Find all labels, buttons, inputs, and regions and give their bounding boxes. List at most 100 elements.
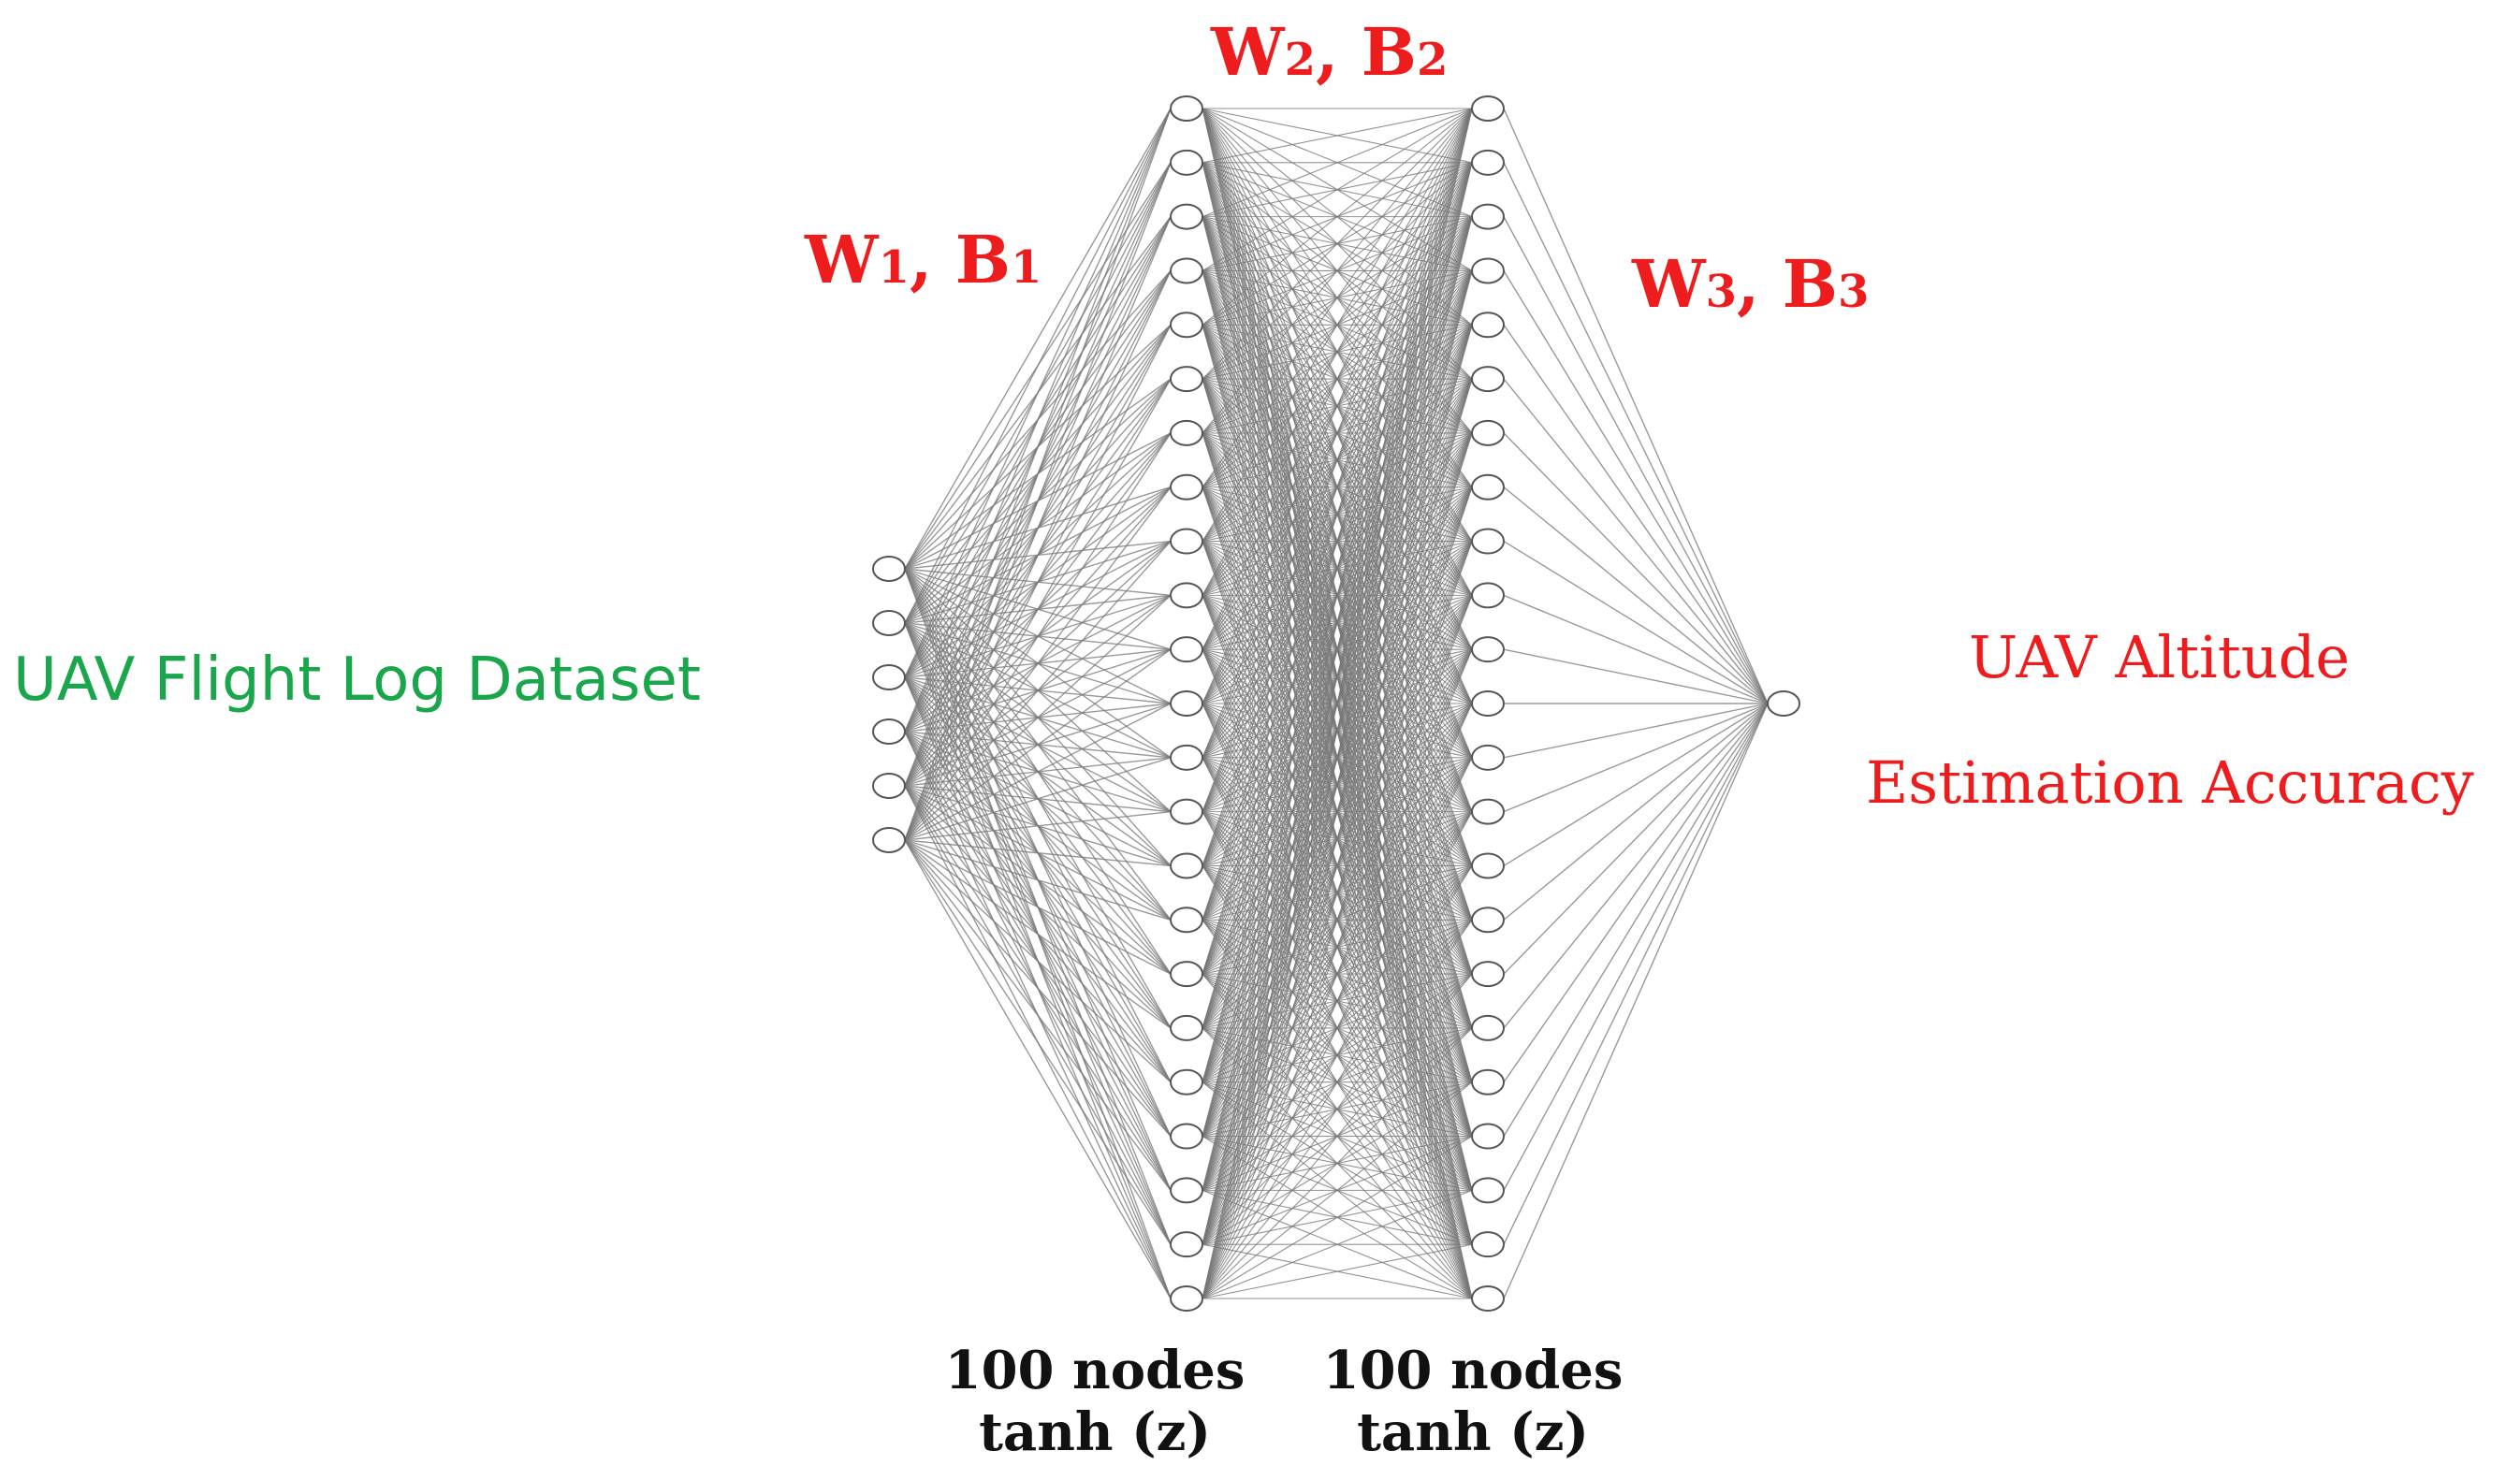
b1-subscript: 1	[1010, 241, 1042, 294]
edge-hidden2-output	[1503, 540, 1769, 704]
hidden2-node-20	[1471, 1123, 1505, 1150]
w3-separator: ,	[1737, 245, 1783, 323]
b1-letter: B	[954, 221, 1011, 298]
edge-hidden1-hidden2	[1202, 108, 1473, 650]
edge-hidden1-hidden2	[1202, 108, 1473, 975]
hidden2-node-21	[1471, 1177, 1505, 1204]
edge-hidden1-hidden2	[1202, 703, 1473, 1299]
edge-hidden2-output	[1503, 108, 1769, 704]
hidden2-node-9	[1471, 528, 1505, 555]
edge-input-hidden1	[904, 839, 1172, 1029]
edge-hidden1-hidden2	[1202, 1136, 1473, 1299]
w2-letter: W	[1211, 13, 1285, 91]
hidden2-node-19	[1471, 1068, 1505, 1095]
hidden1-node-2	[1170, 149, 1203, 176]
hidden1-node-14	[1170, 798, 1203, 825]
edge-input-hidden1	[904, 541, 1172, 841]
hidden-layer-1-nodes: 100 nodes	[944, 1340, 1245, 1401]
edge-hidden1-hidden2	[1202, 108, 1473, 1137]
neuron-nodes	[872, 95, 1800, 1312]
edge-hidden1-hidden2	[1202, 108, 1473, 434]
edge-hidden1-hidden2	[1202, 216, 1473, 1299]
edge-hidden2-output	[1503, 703, 1769, 1029]
edge-hidden1-hidden2	[1202, 108, 1473, 1245]
edge-hidden2-output	[1503, 703, 1769, 921]
edge-input-hidden1	[904, 162, 1172, 841]
w3-letter: W	[1632, 245, 1706, 323]
edge-hidden2-output	[1503, 648, 1769, 704]
edge-hidden1-hidden2	[1202, 757, 1473, 1299]
input-node-2	[872, 610, 906, 636]
edge-hidden2-output	[1503, 324, 1769, 704]
b3-letter: B	[1782, 245, 1838, 323]
b2-letter: B	[1361, 13, 1417, 91]
w1-letter: W	[805, 221, 879, 298]
weights-w2-b2-label: W2, B2	[1211, 13, 1448, 91]
hidden-layer-2-activation: tanh (z)	[1357, 1401, 1589, 1463]
hidden2-node-11	[1471, 636, 1505, 663]
edge-hidden2-output	[1503, 378, 1769, 704]
edge-hidden1-hidden2	[1202, 325, 1473, 1299]
edge-hidden1-hidden2	[1202, 919, 1473, 1299]
edge-input-hidden1	[904, 810, 1172, 841]
hidden1-node-21	[1170, 1177, 1203, 1204]
connection-edges	[904, 108, 1769, 1299]
edge-hidden2-output	[1503, 703, 1769, 1299]
hidden-layer-1-activation: tanh (z)	[979, 1401, 1211, 1463]
edge-hidden2-output	[1503, 703, 1769, 867]
hidden2-node-22	[1471, 1231, 1505, 1258]
hidden2-node-15	[1471, 852, 1505, 879]
edge-hidden1-hidden2	[1202, 108, 1473, 218]
hidden1-node-11	[1170, 636, 1203, 663]
edge-input-hidden1	[904, 108, 1172, 624]
edge-hidden1-hidden2	[1202, 108, 1473, 1082]
edge-input-hidden1	[904, 839, 1172, 975]
input-dataset-label: UAV Flight Log Dataset	[13, 646, 701, 715]
edge-input-hidden1	[904, 839, 1172, 1299]
hidden1-node-17	[1170, 961, 1203, 988]
edge-input-hidden1	[904, 324, 1172, 841]
hidden1-node-4	[1170, 257, 1203, 284]
edge-hidden1-hidden2	[1202, 1243, 1473, 1299]
input-node-6	[872, 827, 906, 853]
hidden1-node-3	[1170, 203, 1203, 230]
edge-hidden2-output	[1503, 703, 1769, 1137]
hidden1-node-9	[1170, 528, 1203, 555]
w2-separator: ,	[1316, 13, 1362, 91]
edge-hidden1-hidden2	[1202, 648, 1473, 1299]
edge-input-hidden1	[904, 216, 1172, 841]
edge-hidden2-output	[1503, 703, 1769, 813]
edge-hidden1-hidden2	[1202, 108, 1473, 921]
edge-input-hidden1	[904, 703, 1172, 841]
edge-hidden2-output	[1503, 486, 1769, 704]
hidden2-node-4	[1471, 257, 1505, 284]
input-node-3	[872, 664, 906, 690]
output-label-line1: UAV Altitude	[1969, 623, 2351, 691]
edge-input-hidden1	[904, 839, 1172, 1083]
hidden2-node-5	[1471, 312, 1505, 339]
edge-input-hidden1	[904, 594, 1172, 841]
hidden1-node-22	[1170, 1231, 1203, 1258]
edge-input-hidden1	[904, 757, 1172, 841]
weights-w1-b1-label: W1, B1	[805, 221, 1042, 298]
edge-hidden2-output	[1503, 216, 1769, 704]
input-node-5	[872, 773, 906, 799]
edge-hidden1-hidden2	[1202, 108, 1473, 488]
hidden1-node-13	[1170, 744, 1203, 771]
hidden-layer-2-caption: 100 nodes tanh (z)	[1258, 1340, 1688, 1463]
edge-hidden1-hidden2	[1202, 108, 1473, 596]
edge-hidden1-hidden2	[1202, 108, 1473, 759]
edge-input-hidden1	[904, 839, 1172, 867]
edge-input-hidden1	[904, 108, 1172, 841]
edge-hidden1-hidden2	[1202, 108, 1473, 542]
b3-subscript: 3	[1837, 266, 1870, 318]
edge-input-hidden1	[904, 839, 1172, 1245]
hidden2-node-2	[1471, 149, 1505, 176]
input-node-4	[872, 718, 906, 745]
edge-input-hidden1	[904, 270, 1172, 841]
edge-hidden1-hidden2	[1202, 595, 1473, 1299]
edge-hidden1-hidden2	[1202, 1189, 1473, 1299]
hidden2-node-13	[1471, 744, 1505, 771]
edge-hidden2-output	[1503, 162, 1769, 704]
